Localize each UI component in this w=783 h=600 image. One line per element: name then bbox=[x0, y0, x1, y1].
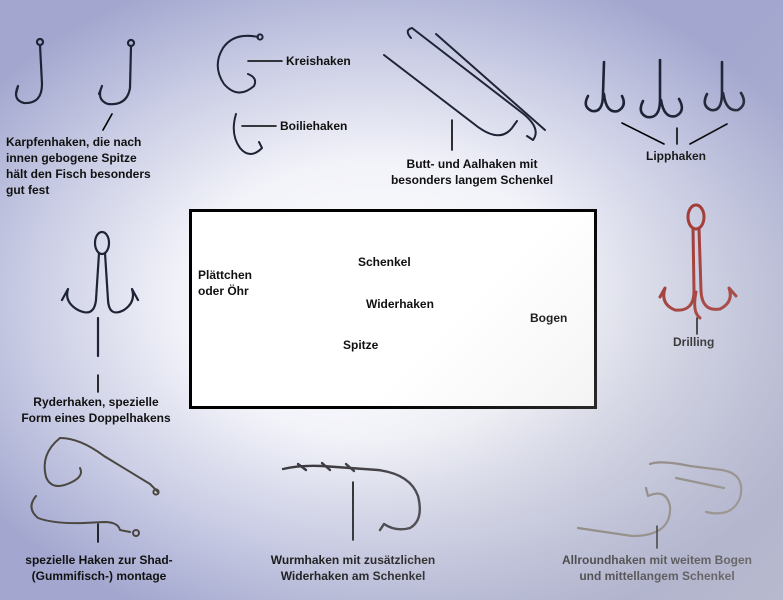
butt-label-line: Butt- und Aalhaken mit bbox=[406, 157, 538, 171]
shad-label-line: (Gummifisch-) montage bbox=[31, 569, 167, 583]
ryder-hook bbox=[60, 230, 140, 358]
ryder-label: Ryderhaken, spezielle Form eines Doppelh… bbox=[6, 394, 186, 426]
wurm-label: Wurmhaken mit zusätzlichen Widerhaken am… bbox=[250, 552, 456, 584]
karpfen-label-line: Karpfenhaken, die nach bbox=[6, 135, 142, 149]
circle-and-boilie-hooks bbox=[216, 33, 264, 155]
drilling-label: Drilling bbox=[673, 335, 715, 349]
shad-label: spezielle Haken zur Shad- (Gummifisch-) … bbox=[4, 552, 194, 584]
wurm-label-line: Widerhaken am Schenkel bbox=[280, 569, 426, 583]
worm-hook bbox=[281, 461, 421, 532]
schenkel-label: Schenkel bbox=[358, 255, 411, 269]
butt-label-line: besonders langem Schenkel bbox=[390, 173, 554, 187]
carp-leader-line bbox=[102, 113, 113, 131]
shad-label-line: spezielle Haken zur Shad- bbox=[25, 553, 173, 567]
allround-label-line: Allroundhaken mit weitem Bogen bbox=[561, 553, 753, 567]
allround-label: Allroundhaken mit weitem Bogen und mitte… bbox=[538, 552, 776, 584]
wurm-label-line: Wurmhaken mit zusätzlichen bbox=[270, 553, 436, 567]
allround-hooks bbox=[576, 461, 743, 538]
karpfen-label-line: gut fest bbox=[6, 183, 50, 197]
butt-label: Butt- und Aalhaken mit besonders langem … bbox=[372, 156, 572, 188]
shad-hooks bbox=[30, 437, 160, 537]
lip-hooks bbox=[584, 58, 746, 119]
carp-hooks bbox=[14, 37, 136, 106]
hook-anatomy-box bbox=[189, 209, 597, 409]
karpfen-label: Karpfenhaken, die nach innen gebogene Sp… bbox=[6, 134, 151, 198]
lip-leader-lines bbox=[621, 122, 728, 145]
kreis-label: Kreishaken bbox=[286, 54, 351, 68]
ryder-label-line: Form eines Doppelhakens bbox=[21, 411, 171, 425]
plaettchen-label-line: oder Öhr bbox=[198, 284, 249, 298]
karpfen-label-line: innen gebogene Spitze bbox=[6, 151, 137, 165]
plaettchen-label-line: Plättchen bbox=[198, 268, 253, 282]
karpfen-label-line: hält den Fisch besonders bbox=[6, 167, 151, 181]
allround-label-line: und mittellangem Schenkel bbox=[579, 569, 735, 583]
spitze-label: Spitze bbox=[343, 338, 379, 352]
lipp-label: Lipphaken bbox=[646, 149, 707, 163]
widerhaken-label: Widerhaken bbox=[366, 297, 434, 311]
treble-hook bbox=[658, 203, 738, 320]
bogen-label: Bogen bbox=[530, 311, 568, 325]
boilie-label: Boiliehaken bbox=[280, 119, 348, 133]
plaettchen-label: Plättchen oder Öhr bbox=[198, 267, 252, 299]
ryder-label-line: Ryderhaken, spezielle bbox=[33, 395, 159, 409]
butt-eel-hooks bbox=[383, 27, 546, 141]
